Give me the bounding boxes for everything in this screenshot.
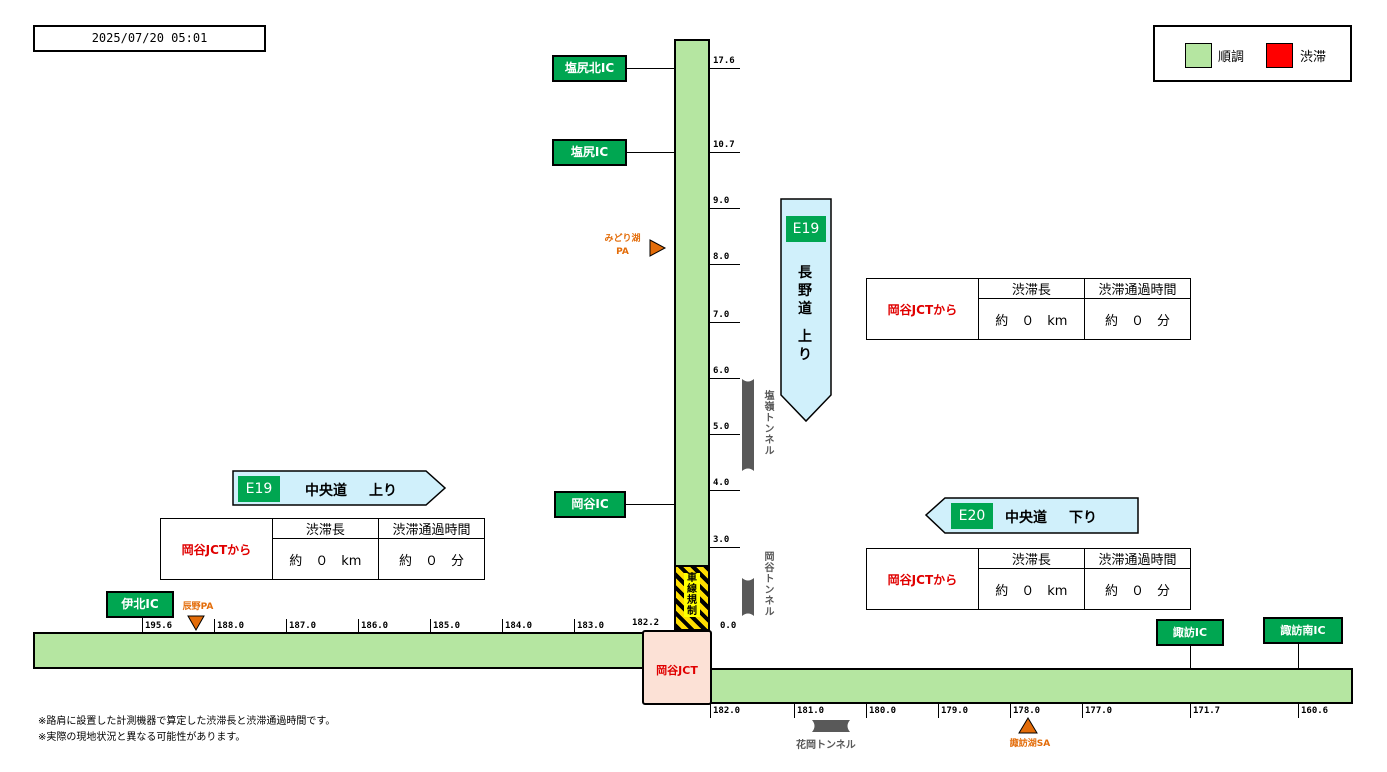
route-name-nagano-up: 長野道 bbox=[798, 265, 812, 317]
utick-188: 188.0 bbox=[217, 621, 245, 631]
legend: 順調 渋滞 bbox=[1153, 25, 1352, 82]
chuo-down-road-segment[interactable] bbox=[700, 668, 1353, 704]
ltick-180: 180.0 bbox=[869, 706, 897, 716]
info-time-value-chuo-up: 約 ０ 分 bbox=[377, 538, 486, 580]
sa-suwako-label: 諏訪湖SA bbox=[1009, 739, 1051, 749]
tunnel-okaya-label: 岡谷トンネル bbox=[762, 551, 773, 617]
vtick-17-6: 17.6 bbox=[713, 56, 735, 66]
vtick-8: 8.0 bbox=[713, 252, 730, 262]
ic-okaya[interactable]: 岡谷IC bbox=[554, 491, 626, 518]
ltick-177: 177.0 bbox=[1085, 706, 1113, 716]
pa-tatsuno-label: 辰野PA bbox=[182, 602, 214, 612]
ltick-160-6: 160.6 bbox=[1301, 706, 1329, 716]
vtick-9: 9.0 bbox=[713, 196, 730, 206]
utick-184: 184.0 bbox=[505, 621, 533, 631]
tunnel-hanaoka-icon bbox=[812, 720, 850, 732]
chuo-up-road-segment[interactable] bbox=[33, 632, 644, 669]
nagano-road-segment[interactable] bbox=[674, 39, 710, 566]
utick-186: 186.0 bbox=[361, 621, 389, 631]
info-len-header-nagano-up: 渋滞長 bbox=[977, 278, 1085, 299]
route-dir-nagano-up: 上り bbox=[798, 329, 812, 363]
pa-midoriko-label: みどり湖 bbox=[604, 234, 641, 244]
ltick-171-7: 171.7 bbox=[1193, 706, 1221, 716]
pa-midoriko-icon[interactable] bbox=[649, 239, 667, 258]
route-dir-chuo-down: 下り bbox=[1069, 510, 1097, 526]
route-sign-nagano-up bbox=[780, 198, 832, 423]
info-table-chuo-down: 岡谷JCTから 渋滞長 渋滞通過時間 約 ０ km 約 ０ 分 bbox=[866, 548, 1192, 610]
okaya-jct-label: 岡谷JCT bbox=[656, 664, 698, 677]
ltick-178: 178.0 bbox=[1013, 706, 1041, 716]
ltick-182: 182.0 bbox=[713, 706, 741, 716]
info-len-value-chuo-up: 約 ０ km bbox=[271, 538, 379, 580]
info-time-value-nagano-up: 約 ０ 分 bbox=[1083, 298, 1192, 340]
ltick-181: 181.0 bbox=[797, 706, 825, 716]
info-from-chuo-up: 岡谷JCTから bbox=[160, 518, 273, 580]
route-badge-nagano-up: E19 bbox=[786, 216, 826, 242]
tunnel-hanaoka-label: 花岡トンネル bbox=[796, 740, 856, 751]
info-from-chuo-down: 岡谷JCTから bbox=[866, 548, 979, 610]
info-len-value-chuo-down: 約 ０ km bbox=[977, 568, 1085, 610]
legend-smooth-label: 順調 bbox=[1218, 50, 1245, 65]
vtick-3: 3.0 bbox=[713, 535, 730, 545]
route-dir-chuo-up: 上り bbox=[369, 483, 397, 499]
pa-tatsuno-icon[interactable] bbox=[187, 614, 205, 632]
ic-shiojiri-kita[interactable]: 塩尻北IC bbox=[552, 55, 627, 82]
info-time-header-chuo-up: 渋滞通過時間 bbox=[377, 518, 486, 539]
info-len-header-chuo-down: 渋滞長 bbox=[977, 548, 1085, 569]
vtick-5: 5.0 bbox=[713, 422, 730, 432]
info-len-value-nagano-up: 約 ０ km bbox=[977, 298, 1085, 340]
ic-ihoku[interactable]: 伊北IC bbox=[106, 591, 174, 618]
ic-shiojiri[interactable]: 塩尻IC bbox=[552, 139, 627, 166]
datetime-display: 2025/07/20 05:01 bbox=[33, 25, 266, 52]
lane-restriction-label: 車線規制 bbox=[684, 573, 700, 617]
vtick-10-7: 10.7 bbox=[713, 140, 735, 150]
okaya-jct-node[interactable]: 岡谷JCT bbox=[642, 630, 712, 705]
route-name-chuo-down: 中央道 bbox=[1005, 510, 1047, 526]
route-badge-chuo-down: E20 bbox=[951, 503, 993, 529]
pa-midoriko-type: PA bbox=[616, 247, 629, 257]
ic-suwa-minami[interactable]: 諏訪南IC bbox=[1263, 617, 1343, 644]
ltick-179: 179.0 bbox=[941, 706, 969, 716]
info-len-header-chuo-up: 渋滞長 bbox=[271, 518, 379, 539]
info-time-header-nagano-up: 渋滞通過時間 bbox=[1083, 278, 1192, 299]
note-line-1: ※路肩に設置した計測機器で算定した渋滞長と渋滞通過時間です。 bbox=[38, 716, 336, 727]
info-table-chuo-up: 岡谷JCTから 渋滞長 渋滞通過時間 約 ０ km 約 ０ 分 bbox=[160, 518, 486, 580]
sa-suwako-icon[interactable] bbox=[1018, 717, 1038, 735]
tunnel-shiomine-icon bbox=[742, 379, 754, 471]
utick-187: 187.0 bbox=[289, 621, 317, 631]
legend-congestion-swatch bbox=[1266, 43, 1293, 68]
legend-smooth-swatch bbox=[1185, 43, 1212, 68]
route-badge-chuo-up: E19 bbox=[238, 476, 280, 502]
vtick-4: 4.0 bbox=[713, 478, 730, 488]
route-name-chuo-up: 中央道 bbox=[305, 483, 347, 499]
info-time-header-chuo-down: 渋滞通過時間 bbox=[1083, 548, 1192, 569]
info-from-nagano-up: 岡谷JCTから bbox=[866, 278, 979, 340]
vtick-6: 6.0 bbox=[713, 366, 730, 376]
utick-182-2: 182.2 bbox=[632, 618, 660, 628]
utick-185: 185.0 bbox=[433, 621, 461, 631]
vtick-7: 7.0 bbox=[713, 310, 730, 320]
tunnel-okaya-icon bbox=[742, 578, 754, 616]
utick-183: 183.0 bbox=[577, 621, 605, 631]
note-line-2: ※実際の現地状況と異なる可能性があります。 bbox=[38, 732, 246, 743]
info-table-nagano-up: 岡谷JCTから 渋滞長 渋滞通過時間 約 ０ km 約 ０ 分 bbox=[866, 278, 1192, 340]
utick-195-6: 195.6 bbox=[145, 621, 173, 631]
lane-restriction-section[interactable]: 車線規制 bbox=[674, 565, 710, 631]
tunnel-shiomine-label: 塩嶺トンネル bbox=[762, 390, 773, 456]
route-sign-chuo-up bbox=[232, 470, 447, 506]
vtick-0: 0.0 bbox=[720, 621, 737, 631]
legend-congestion-label: 渋滞 bbox=[1300, 50, 1327, 65]
ic-suwa[interactable]: 諏訪IC bbox=[1156, 619, 1224, 646]
info-time-value-chuo-down: 約 ０ 分 bbox=[1083, 568, 1192, 610]
